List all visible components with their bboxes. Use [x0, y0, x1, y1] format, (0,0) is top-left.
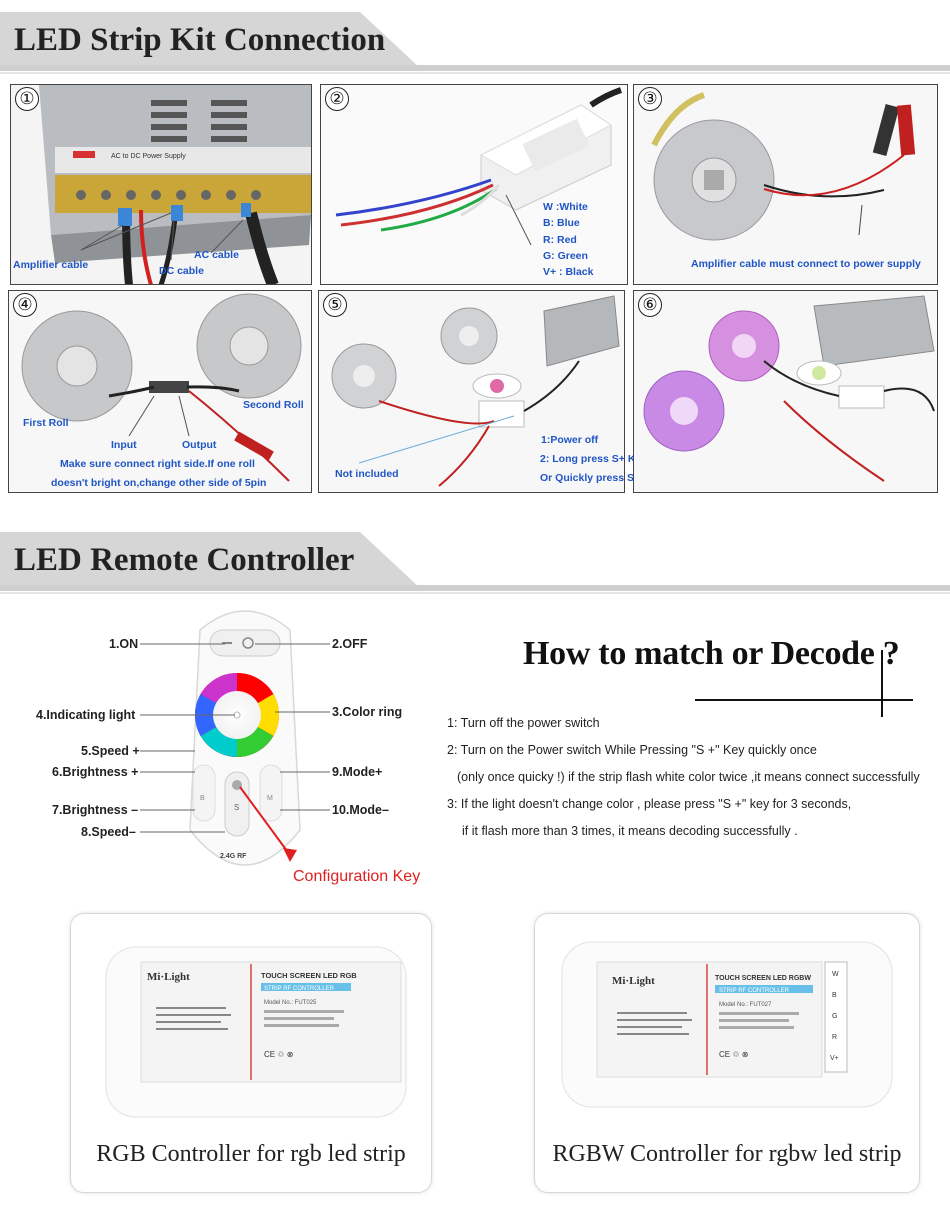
model-subtitle: STRIP RF CONTROLLER — [264, 986, 335, 992]
step-panel-5: ⑤ Not included 1:Power off — [318, 290, 625, 493]
howto-step-2: 2: Turn on the Power switch While Pressi… — [447, 743, 817, 757]
brand-text: Mi·Light — [612, 975, 655, 987]
color-ring-label: 3.Color ring — [332, 705, 403, 719]
wire-red-label: R: Red — [543, 234, 577, 246]
crosshair-mark — [695, 650, 913, 717]
step-panel-6: ⑥ — [633, 290, 938, 493]
psu-label: AC to DC Power Supply — [111, 153, 186, 160]
rgb-controller-photo: Mi·Light TOUCH SCREEN LED RGB STRIP RF C… — [105, 946, 407, 1118]
svg-text:W: W — [832, 971, 839, 978]
terminal-block: W B G R V+ — [824, 961, 848, 1073]
amplifier-cable-label: Amplifier cable — [13, 259, 89, 271]
controller-wiring-photo — [321, 85, 627, 284]
speed-plus-label: 5.Speed + — [81, 744, 140, 758]
section-title: LED Strip Kit Connection — [14, 22, 386, 58]
howto-title: How to match or Decode ? — [523, 635, 900, 672]
dc-cable-label: DC cable — [159, 265, 204, 277]
model-subtitle: STRIP RF CONTROLLER — [719, 988, 790, 994]
amplifier-note: Amplifier cable must connect to power su… — [691, 258, 921, 270]
remote-leader-lines — [140, 643, 330, 862]
product-caption: RGBW Controller for rgbw led strip — [552, 1141, 902, 1167]
step-panel-3: ③ Amplifier cable must connect to power … — [633, 84, 938, 285]
kit-setup-photo — [319, 291, 624, 492]
configuration-key-label: Configuration Key — [293, 868, 421, 885]
wire-blue-label: B: Blue — [543, 217, 580, 229]
mode-minus-label: 10.Mode– — [332, 803, 389, 817]
howto-step-1: 1: Turn off the power switch — [447, 716, 600, 730]
rgbw-controller-photo: Mi·Light TOUCH SCREEN LED RGBW STRIP RF … — [561, 941, 893, 1108]
step-number: ④ — [13, 293, 37, 317]
brightness-plus-label: 6.Brightness + — [52, 765, 139, 779]
second-roll-label: Second Roll — [243, 399, 304, 411]
step-panel-1: AC to DC Power Supply ① Amplifier cable … — [10, 84, 312, 285]
model-number: Model No.: FUT027 — [719, 1002, 772, 1008]
frequency-label: 2.4G RF — [220, 853, 247, 860]
connect-note-1: Make sure connect right side.If one roll — [60, 458, 255, 470]
step-number: ② — [325, 87, 349, 111]
product-card-rgbw: Mi·Light TOUCH SCREEN LED RGBW STRIP RF … — [534, 913, 920, 1193]
step-panel-2: ② W :White B: Blue R: Red G: Green V+ : … — [320, 84, 628, 285]
product-caption: RGB Controller for rgb led strip — [96, 1141, 406, 1167]
not-included-label: Not included — [335, 468, 399, 480]
indicating-light-label: 4.Indicating light — [36, 708, 136, 722]
rgb-strip-lit-photo — [634, 291, 937, 492]
brand-text: Mi·Light — [147, 971, 190, 983]
howto-step-3: 3: If the light doesn't change color , p… — [447, 797, 852, 811]
svg-text:CE ♲ ⊗: CE ♲ ⊗ — [264, 1050, 293, 1059]
model-number: Model No.: FUT025 — [264, 1000, 317, 1006]
howto-step-3-detail: if it flash more than 3 times, it means … — [462, 824, 798, 838]
howto-step-2-detail: (only once quicky !) if the strip flash … — [457, 770, 920, 784]
section-banner-remote: LED Remote Controller — [0, 532, 950, 594]
off-label: 2.OFF — [332, 637, 368, 651]
wire-black-label: V+ : Black — [543, 266, 594, 278]
power-supply-photo: AC to DC Power Supply — [11, 85, 311, 284]
step-number: ⑥ — [638, 293, 662, 317]
svg-text:R: R — [832, 1034, 837, 1041]
two-rolls-photo — [9, 291, 311, 492]
on-label: 1.ON — [109, 637, 139, 651]
output-label: Output — [182, 439, 217, 451]
input-label: Input — [111, 439, 137, 451]
ac-cable-label: AC cable — [194, 249, 239, 261]
power-off-label: 1:Power off — [541, 434, 599, 446]
step-number: ① — [15, 87, 39, 111]
step-number: ⑤ — [323, 293, 347, 317]
connect-note-2: doesn't bright on,change other side of 5… — [51, 477, 267, 489]
step-panel-4: ④ First Roll Second Roll Input Output Ma… — [8, 290, 312, 493]
svg-text:B: B — [832, 992, 837, 999]
mode-plus-label: 9.Mode+ — [332, 765, 383, 779]
first-roll-label: First Roll — [23, 417, 69, 429]
step-number: ③ — [638, 87, 662, 111]
svg-text:V+: V+ — [830, 1055, 839, 1062]
wire-green-label: G: Green — [543, 250, 588, 262]
wire-white-label: W :White — [543, 201, 588, 213]
remote-control-illustration: S B M 2.4G RF — [189, 610, 301, 866]
strip-roll-photo — [634, 85, 937, 284]
svg-text:B: B — [200, 795, 205, 802]
svg-text:M: M — [267, 795, 273, 802]
section-title: LED Remote Controller — [14, 542, 355, 578]
svg-text:CE ♲ ⊗: CE ♲ ⊗ — [719, 1050, 748, 1059]
brightness-minus-label: 7.Brightness – — [52, 803, 139, 817]
svg-text:G: G — [832, 1013, 837, 1020]
speed-minus-label: 8.Speed– — [81, 825, 136, 839]
model-title: TOUCH SCREEN LED RGB — [261, 971, 357, 980]
product-card-rgb: Mi·Light TOUCH SCREEN LED RGB STRIP RF C… — [70, 913, 432, 1193]
model-title: TOUCH SCREEN LED RGBW — [715, 975, 811, 982]
svg-text:S: S — [234, 803, 239, 812]
color-ring — [194, 673, 280, 757]
section-banner-kit: LED Strip Kit Connection — [0, 12, 950, 74]
